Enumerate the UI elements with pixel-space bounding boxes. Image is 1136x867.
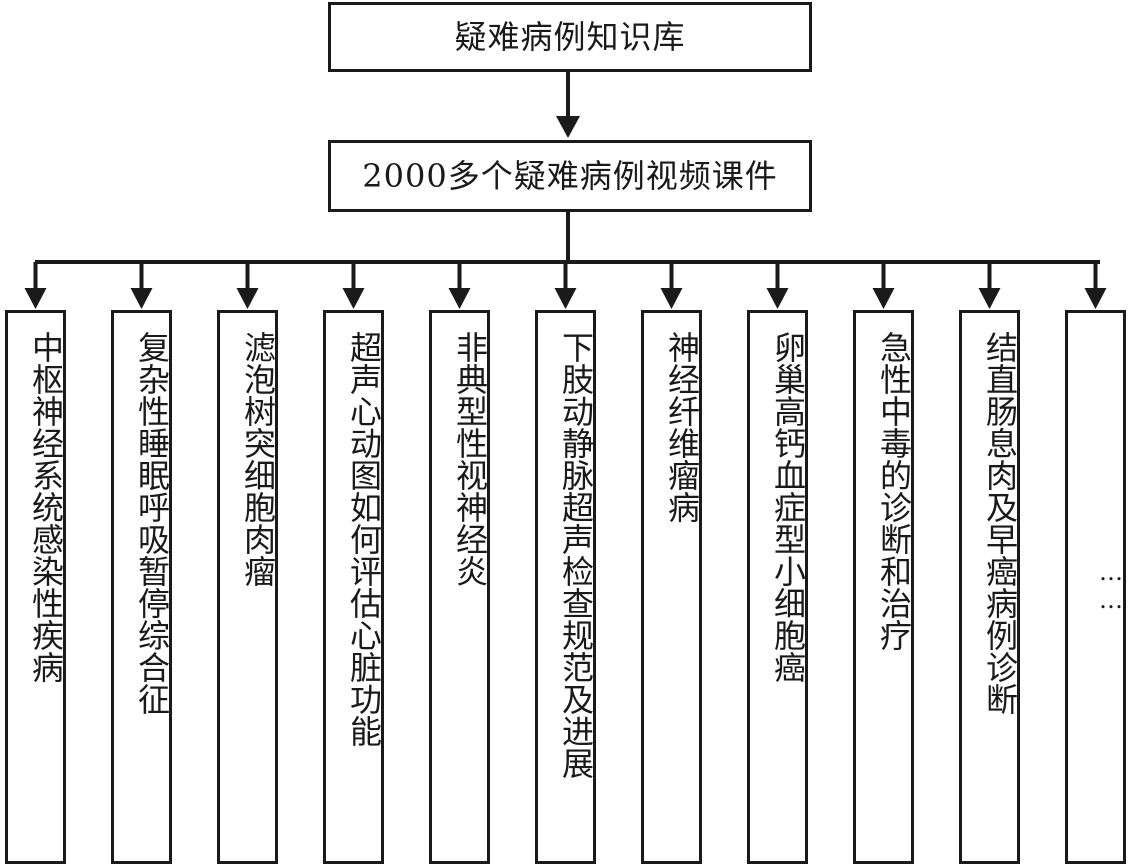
category-node-more: …… [1065,310,1126,864]
category-node: 超声心动图如何评估心脏功能 [323,310,384,864]
category-label: 下肢动静脉超声检查规范及进展 [557,331,595,779]
root-to-middle-arrowhead [556,116,580,138]
branch-arrowhead [872,288,895,309]
category-label: 中枢神经系统感染性疾病 [27,331,65,683]
branch-arrows [24,262,1107,309]
category-label: 非典型性视神经炎 [451,331,489,587]
category-label: 神经纤维瘤病 [663,331,701,523]
branch-arrowhead [1084,288,1107,309]
category-node: 急性中毒的诊断和治疗 [853,310,914,864]
category-node: 非典型性视神经炎 [429,310,490,864]
category-node: 滤泡树突细胞肉瘤 [217,310,278,864]
branch-arrowhead [342,288,365,309]
branch-arrowhead [766,288,789,309]
category-label-more: …… [1097,558,1125,614]
middle-node: 2000多个疑难病例视频课件 [328,140,812,212]
category-label: 急性中毒的诊断和治疗 [875,331,913,651]
branch-arrowhead [660,288,683,309]
category-node: 卵巢高钙血症型小细胞癌 [747,310,808,864]
branch-arrowhead [448,288,471,309]
middle-node-label: 2000多个疑难病例视频课件 [362,157,778,195]
branch-arrowhead [978,288,1001,309]
root-node: 疑难病例知识库 [328,2,812,72]
category-node: 复杂性睡眠呼吸暂停综合征 [111,310,172,864]
branch-arrowhead [236,288,259,309]
category-node: 下肢动静脉超声检查规范及进展 [535,310,596,864]
category-label: 超声心动图如何评估心脏功能 [345,331,383,747]
category-node: 结直肠息肉及早癌病例诊断 [959,310,1020,864]
branch-arrowhead [130,288,153,309]
category-node: 神经纤维瘤病 [641,310,702,864]
category-label: 卵巢高钙血症型小细胞癌 [769,331,807,683]
branch-arrowhead [554,288,577,309]
category-label: 滤泡树突细胞肉瘤 [239,331,277,587]
branch-arrowhead [24,288,47,309]
root-node-label: 疑难病例知识库 [454,18,686,56]
category-label: 复杂性睡眠呼吸暂停综合征 [133,331,171,715]
category-node: 中枢神经系统感染性疾病 [5,310,66,864]
category-label: 结直肠息肉及早癌病例诊断 [981,331,1019,715]
